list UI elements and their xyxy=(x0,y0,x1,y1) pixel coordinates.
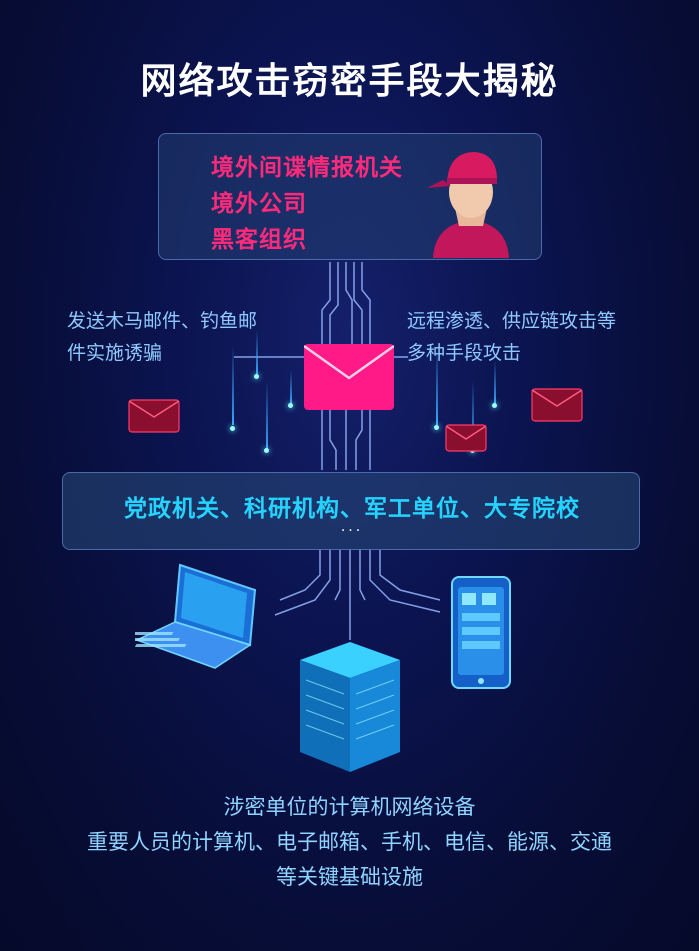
small-envelope-icon xyxy=(445,424,487,452)
target-ellipsis: ··· xyxy=(340,523,364,539)
bottom-text: 涉密单位的计算机网络设备 重要人员的计算机、电子邮箱、手机、电信、能源、交通 等… xyxy=(0,790,699,895)
attacker-box: 境外间谍情报机关 境外公司 黑客组织 xyxy=(158,133,542,260)
light-streak xyxy=(256,330,258,375)
light-dot xyxy=(288,403,293,408)
envelope-icon xyxy=(304,344,394,410)
light-dot xyxy=(254,374,259,379)
method-left-line-1: 发送木马邮件、钓鱼邮 xyxy=(67,310,258,332)
target-label: 党政机关、科研机构、军工单位、大专院校 xyxy=(124,496,580,522)
bottom-line-1: 涉密单位的计算机网络设备 xyxy=(223,795,476,819)
light-streak xyxy=(266,380,268,450)
small-envelope-icon xyxy=(531,388,583,422)
laptop-icon xyxy=(135,563,257,669)
light-streak xyxy=(436,345,438,425)
light-dot xyxy=(492,403,497,408)
method-right-line-1: 远程渗透、供应链攻击等 xyxy=(407,310,617,332)
light-streak xyxy=(232,345,234,425)
target-box: 党政机关、科研机构、军工单位、大专院校 ··· xyxy=(62,472,640,550)
bottom-line-3: 等关键基础设施 xyxy=(276,865,423,889)
phone-icon xyxy=(451,576,511,689)
light-dot xyxy=(230,426,235,431)
light-dot xyxy=(434,425,439,430)
light-dot xyxy=(264,448,269,453)
light-streak xyxy=(290,370,292,405)
server-icon xyxy=(300,642,400,772)
light-streak xyxy=(494,360,496,405)
bottom-line-2: 重要人员的计算机、电子邮箱、手机、电信、能源、交通 xyxy=(87,830,612,854)
small-envelope-icon xyxy=(128,399,180,433)
method-right-line-2: 多种手段攻击 xyxy=(407,342,522,364)
attacker-line-1: 境外间谍情报机关 xyxy=(211,155,403,181)
hacker-avatar-icon xyxy=(427,152,509,258)
page-title: 网络攻击窃密手段大揭秘 xyxy=(140,61,559,102)
method-left-line-2: 件实施诱骗 xyxy=(67,342,163,364)
attacker-line-3: 黑客组织 xyxy=(211,227,307,253)
light-streak xyxy=(472,380,474,450)
method-left-text: 发送木马邮件、钓鱼邮 件实施诱骗 xyxy=(67,305,257,369)
method-right-text: 远程渗透、供应链攻击等 多种手段攻击 xyxy=(407,305,616,369)
attacker-line-2: 境外公司 xyxy=(211,191,307,217)
